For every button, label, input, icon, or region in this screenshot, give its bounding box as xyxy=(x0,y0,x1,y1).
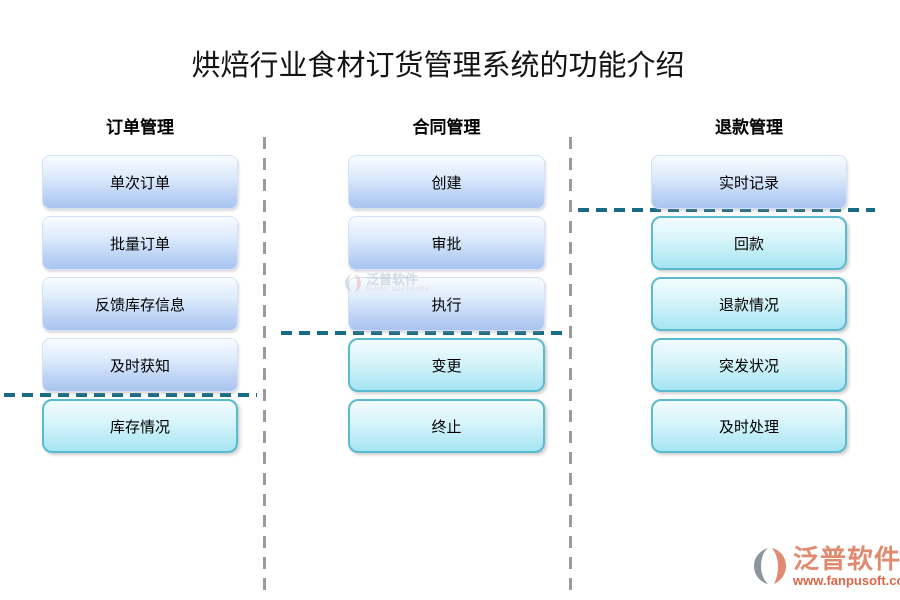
footer-logo: 泛普软件 www.fanpusoft.com xyxy=(752,546,900,591)
node-payment-collection: 回款 xyxy=(651,216,847,270)
column-header-orders: 订单管理 xyxy=(106,118,174,137)
footer-logo-brand: 泛普软件 xyxy=(793,544,900,574)
node-terminate: 终止 xyxy=(348,399,545,453)
footer-logo-icon xyxy=(752,546,790,591)
node-timely-handling: 及时处理 xyxy=(651,399,847,453)
column-header-contracts: 合同管理 xyxy=(412,118,481,137)
column-divider-2 xyxy=(569,137,572,598)
column-header-refunds: 退款管理 xyxy=(715,118,783,137)
node-inventory-feedback: 反馈库存信息 xyxy=(42,277,238,331)
column-refund-management: 退款管理 实时记录 回款 退款情况 突发状况 及时处理 xyxy=(651,116,847,460)
threshold-line-orders xyxy=(4,393,257,397)
node-approve: 审批 xyxy=(348,216,545,270)
watermark-brand-sub: FANPU SOFTWARE xyxy=(366,287,430,293)
footer-logo-url: www.fanpusoft.com xyxy=(793,573,900,588)
node-timely-notice: 及时获知 xyxy=(42,338,238,392)
node-create: 创建 xyxy=(348,155,545,209)
node-inventory-status: 库存情况 xyxy=(42,399,238,453)
threshold-line-contracts xyxy=(281,331,567,335)
threshold-line-refunds xyxy=(578,208,875,212)
watermark: 泛普软件 FANPU SOFTWARE xyxy=(344,273,430,298)
node-refund-status: 退款情况 xyxy=(651,277,847,331)
watermark-logo-icon xyxy=(344,273,363,298)
column-contract-management: 合同管理 创建 审批 执行 变更 终止 xyxy=(348,116,545,460)
node-change: 变更 xyxy=(348,338,545,392)
watermark-brand: 泛普软件 xyxy=(366,272,419,287)
node-realtime-record: 实时记录 xyxy=(651,155,847,209)
node-batch-order: 批量订单 xyxy=(42,216,238,270)
node-emergency: 突发状况 xyxy=(651,338,847,392)
diagram-title: 烘焙行业食材订货管理系统的功能介绍 xyxy=(191,50,685,82)
column-order-management: 订单管理 单次订单 批量订单 反馈库存信息 及时获知 库存情况 xyxy=(42,116,238,460)
column-divider-1 xyxy=(263,137,266,598)
node-execute: 执行 xyxy=(348,277,545,331)
node-single-order: 单次订单 xyxy=(42,155,238,209)
